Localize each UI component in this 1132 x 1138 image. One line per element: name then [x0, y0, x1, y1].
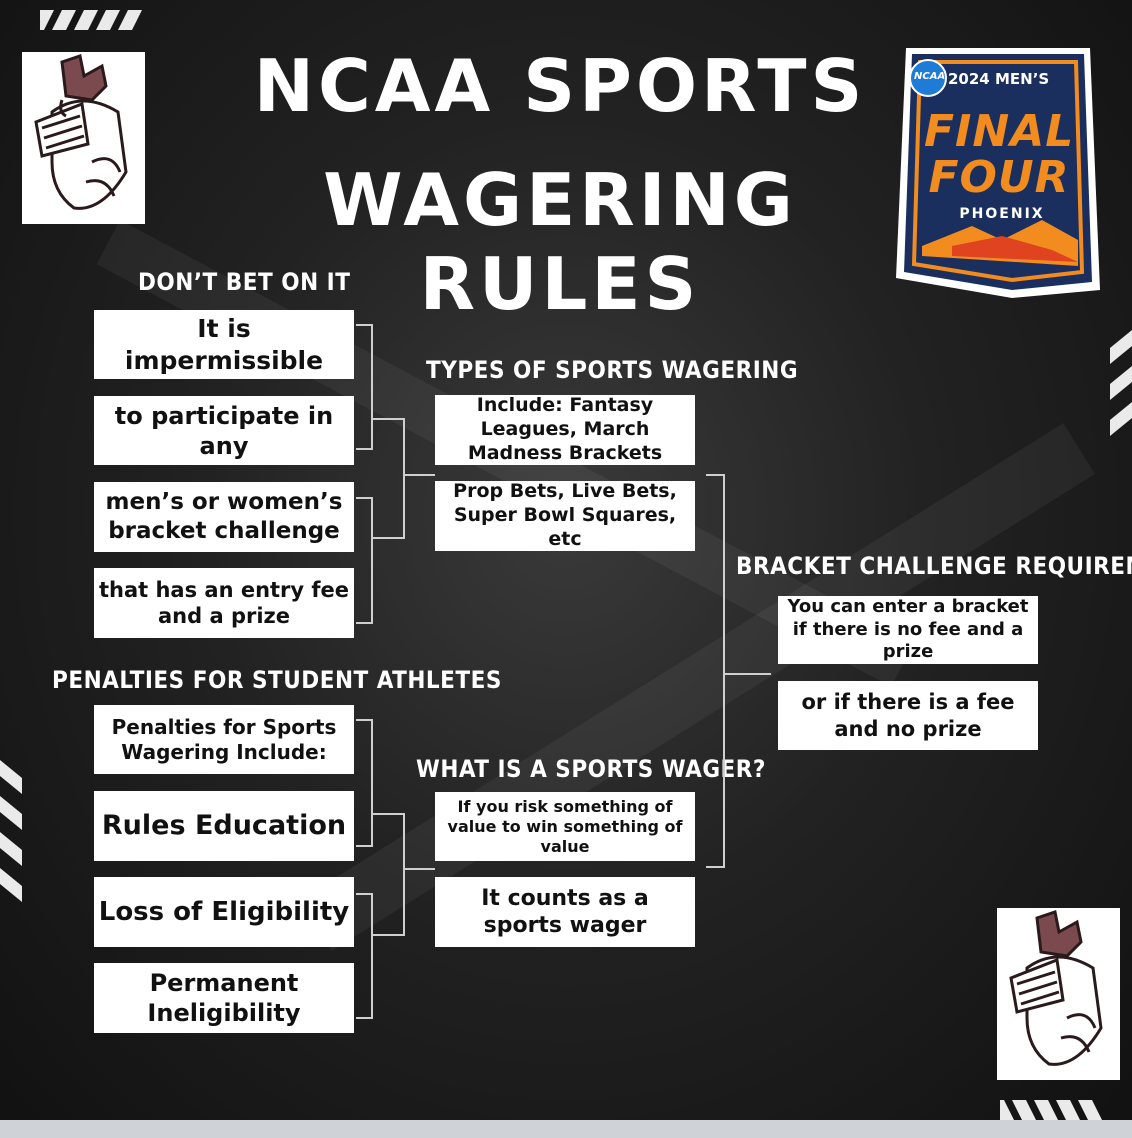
final-four-logo-icon: NCAA 2024 MEN’S FINAL FOUR PHOENIX: [892, 40, 1102, 298]
logo-city: PHOENIX: [959, 206, 1045, 222]
logo-word-four: FOUR: [928, 152, 1070, 203]
bracket-line: [403, 813, 405, 936]
bracket-line: [356, 622, 372, 624]
bracket-line: [371, 537, 404, 539]
bracket-req-box: or if there is a fee and no prize: [778, 681, 1038, 750]
penalty-box: Rules Education: [94, 791, 354, 861]
bracket-line: [371, 719, 373, 847]
bracket-line: [356, 719, 372, 721]
bracket-line: [403, 868, 435, 870]
bottom-bar: [0, 1120, 1132, 1138]
types-box: Include: Fantasy Leagues, March Madness …: [435, 394, 695, 465]
bracket-line: [371, 813, 404, 815]
decor-stripes-bottom-right: [1000, 1100, 1102, 1120]
bracket-line: [706, 866, 725, 868]
wager-box: If you risk something of value to win so…: [435, 792, 695, 861]
bracket-line: [723, 673, 771, 675]
bracket-line: [356, 1017, 372, 1019]
bracket-req-box: You can enter a bracket if there is no f…: [778, 596, 1038, 664]
bracket-line: [356, 324, 372, 326]
dont-bet-box: men’s or women’s bracket challenge: [94, 482, 354, 552]
bracket-line: [706, 474, 725, 476]
penalty-box: Loss of Eligibility: [94, 877, 354, 947]
bracket-line: [371, 497, 373, 624]
dont-bet-box: that has an entry fee and a prize: [94, 568, 354, 638]
knight-mascot-icon: [997, 908, 1120, 1080]
bracket-line: [356, 448, 372, 450]
page-title-line1: NCAA SPORTS: [253, 44, 867, 128]
bracket-line: [371, 934, 404, 936]
decor-stripes-right: [1110, 330, 1132, 436]
logo-event: 2024 MEN’S: [948, 70, 1050, 88]
types-heading: TYPES OF SPORTS WAGERING: [426, 356, 799, 384]
bracket-line: [356, 497, 372, 499]
dont-bet-heading: DON’T BET ON IT: [138, 268, 351, 296]
penalty-box: Penalties for Sports Wagering Include:: [94, 705, 354, 774]
bracket-line: [356, 893, 372, 895]
decor-stripes-top-left: [40, 10, 142, 30]
penalty-box: Permanent Ineligibility: [94, 963, 354, 1033]
bracket-line: [403, 418, 405, 539]
penalties-heading: PENALTIES FOR STUDENT ATHLETES: [52, 666, 502, 694]
bracket-req-heading: BRACKET CHALLENGE REQUIREMENTS: [736, 552, 1132, 580]
dont-bet-box: to participate in any: [94, 396, 354, 465]
types-box: Prop Bets, Live Bets, Super Bowl Squares…: [435, 480, 695, 551]
bracket-line: [356, 845, 372, 847]
wager-box: It counts as a sports wager: [435, 877, 695, 947]
bracket-line: [371, 893, 373, 1019]
bracket-line: [723, 474, 725, 868]
wager-heading: WHAT IS A SPORTS WAGER?: [416, 755, 766, 783]
knight-mascot-icon: [22, 52, 145, 224]
ncaa-logo-text: NCAA: [914, 71, 946, 82]
bracket-line: [403, 474, 435, 476]
bracket-line: [371, 418, 404, 420]
dont-bet-box: It is impermissible: [94, 310, 354, 379]
decor-stripes-left: [0, 760, 22, 902]
bracket-line: [371, 324, 373, 450]
logo-word-final: FINAL: [924, 106, 1075, 157]
page-title-line2: WAGERING RULES: [323, 158, 797, 326]
